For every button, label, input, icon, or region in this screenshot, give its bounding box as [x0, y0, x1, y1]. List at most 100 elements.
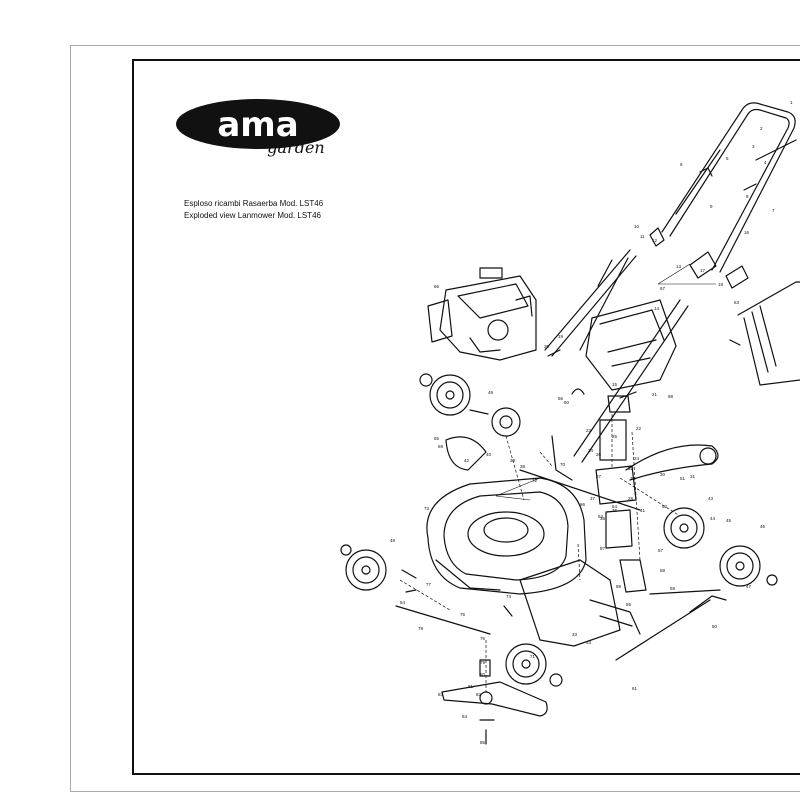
part-number-6: 6 [680, 162, 683, 167]
engine [427, 267, 537, 361]
part-number-80: 80 [480, 672, 486, 677]
gear-hubs [340, 373, 778, 687]
part-number-45: 45 [726, 518, 732, 523]
blade-assembly [441, 659, 548, 745]
part-number-39: 39 [510, 458, 516, 463]
part-number-27: 27 [596, 474, 602, 479]
part-number-56: 56 [558, 396, 564, 401]
part-number-49: 49 [488, 390, 494, 395]
part-number-37: 37 [590, 496, 596, 501]
part-number-76: 76 [480, 636, 486, 641]
part-number-70: 70 [560, 462, 566, 467]
part-number-25: 25 [612, 434, 618, 439]
part-number-29: 29 [630, 476, 636, 481]
transmission [595, 395, 647, 593]
handle-assembly [649, 102, 797, 289]
part-number-68: 68 [668, 394, 674, 399]
ama-garden-logo: ama garden [176, 99, 340, 157]
part-number-75: 75 [460, 612, 466, 617]
part-number-62: 62 [598, 514, 604, 519]
part-number-58: 58 [660, 568, 666, 573]
axles [395, 435, 727, 661]
part-number-60: 60 [564, 400, 570, 405]
part-number-61: 61 [632, 686, 638, 691]
drawing-frame [132, 59, 800, 775]
part-number-13: 13 [676, 264, 682, 269]
drive-belt [625, 444, 719, 481]
part-number-82: 82 [476, 692, 482, 697]
part-number-41: 41 [640, 508, 646, 513]
part-number-77: 77 [426, 582, 432, 587]
part-number-10: 10 [634, 224, 640, 229]
part-number-54: 54 [400, 600, 406, 605]
part-number-5: 5 [726, 156, 729, 161]
part-number-17: 17 [700, 268, 706, 273]
part-number-28: 28 [628, 496, 634, 501]
part-number-66: 66 [434, 284, 440, 289]
part-number-31: 31 [690, 474, 696, 479]
part-number-59: 59 [670, 586, 676, 591]
caption-italian: Esploso ricambi Rasaerba Mod. LST46 [184, 199, 324, 208]
part-number-42: 42 [464, 458, 470, 463]
part-number-18: 18 [718, 282, 724, 287]
part-number-78: 78 [418, 626, 424, 631]
part-number-32: 32 [628, 466, 634, 471]
part-number-33: 33 [572, 632, 578, 637]
part-number-48: 48 [390, 538, 396, 543]
part-number-4: 4 [764, 160, 767, 165]
part-number-87: 87 [600, 546, 606, 551]
part-number-69: 69 [438, 444, 444, 449]
part-number-12: 12 [652, 238, 658, 243]
rear-flap [585, 299, 677, 391]
part-number-52: 52 [662, 504, 668, 509]
reference-lines [495, 263, 716, 501]
part-number-72: 72 [532, 478, 538, 483]
part-number-50: 50 [712, 624, 718, 629]
part-number-24: 24 [634, 456, 640, 461]
hardware [401, 167, 757, 617]
part-number-34: 34 [588, 448, 594, 453]
part-number-85: 85 [480, 740, 486, 745]
part-number-15: 15 [612, 382, 618, 387]
part-number-64: 64 [612, 504, 618, 509]
part-number-55: 55 [626, 602, 632, 607]
part-number-46: 46 [760, 524, 766, 529]
part-number-44: 44 [710, 516, 716, 521]
part-number-labels: 1234567891011121314151617181920212223242… [390, 100, 793, 745]
part-number-86: 86 [580, 502, 586, 507]
part-number-26: 26 [596, 452, 602, 457]
part-number-65: 65 [434, 436, 440, 441]
part-number-20: 20 [544, 344, 550, 349]
part-number-88: 88 [616, 584, 622, 589]
logo-tagline-text: garden [267, 138, 324, 157]
part-number-81: 81 [468, 684, 474, 689]
part-number-79: 79 [480, 660, 486, 665]
part-number-67: 67 [660, 286, 666, 291]
part-number-2: 2 [760, 126, 763, 131]
part-number-7: 7 [772, 208, 775, 213]
part-number-47: 47 [746, 584, 752, 589]
part-number-3: 3 [752, 144, 755, 149]
part-number-53: 53 [586, 640, 592, 645]
part-number-74: 74 [506, 594, 512, 599]
part-number-83: 83 [438, 692, 444, 697]
mower-deck [426, 477, 587, 595]
part-number-57: 57 [658, 548, 664, 553]
leader-lines [399, 414, 681, 692]
part-number-22: 22 [636, 426, 642, 431]
part-number-40: 40 [486, 452, 492, 457]
part-number-21: 21 [652, 392, 658, 397]
side-discharge [519, 559, 641, 647]
part-number-23: 23 [586, 428, 592, 433]
part-number-30: 30 [660, 472, 666, 477]
part-number-51: 51 [680, 476, 686, 481]
part-number-11: 11 [640, 234, 645, 239]
part-number-71: 71 [530, 654, 536, 659]
part-number-8: 8 [746, 194, 749, 199]
part-number-9: 9 [710, 204, 713, 209]
part-number-63: 63 [734, 300, 740, 305]
part-number-73: 73 [424, 506, 430, 511]
part-number-38: 38 [520, 464, 526, 469]
part-number-35: 35 [600, 516, 606, 521]
